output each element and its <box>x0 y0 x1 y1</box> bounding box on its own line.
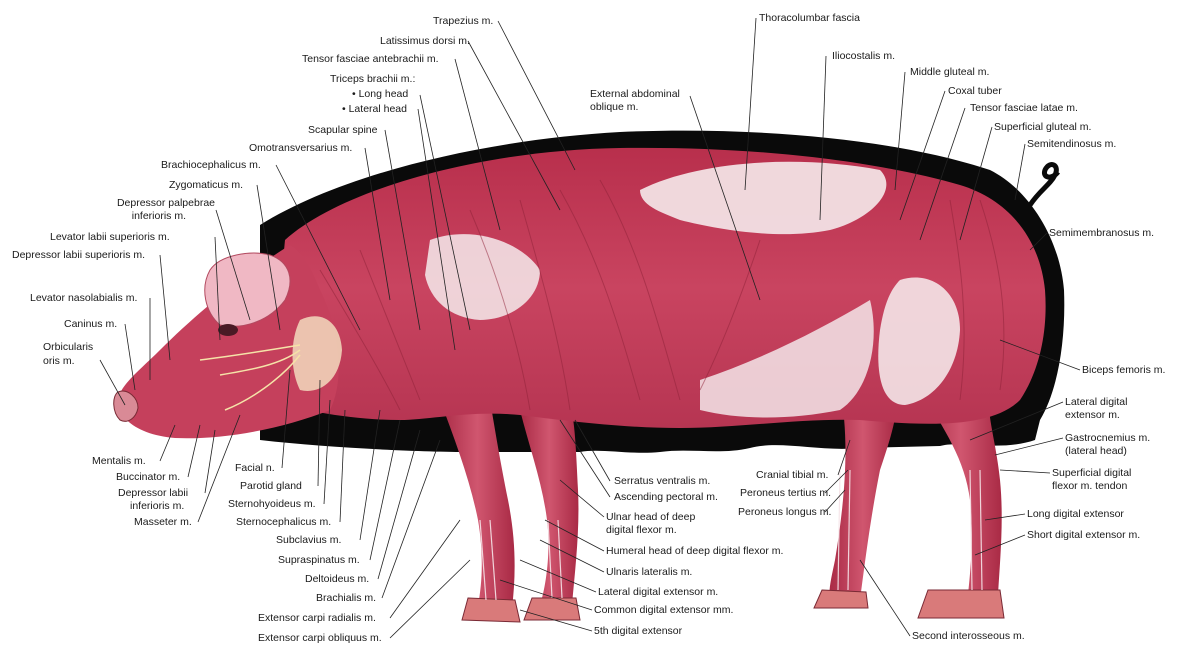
leader-line <box>100 360 125 405</box>
leader-line <box>1015 144 1025 200</box>
leader-line <box>390 560 470 638</box>
eye <box>218 324 238 336</box>
hoof-hind-far <box>814 590 868 608</box>
hoof-hind-near <box>918 590 1004 618</box>
leader-line <box>160 255 170 360</box>
leader-line <box>390 520 460 618</box>
leader-line <box>860 560 910 636</box>
tail <box>1030 165 1058 205</box>
leader-line <box>825 490 845 512</box>
leader-line <box>1000 470 1050 473</box>
leader-line <box>378 430 420 579</box>
hoof-front-far <box>524 598 580 620</box>
hoof-front-near <box>462 598 520 622</box>
